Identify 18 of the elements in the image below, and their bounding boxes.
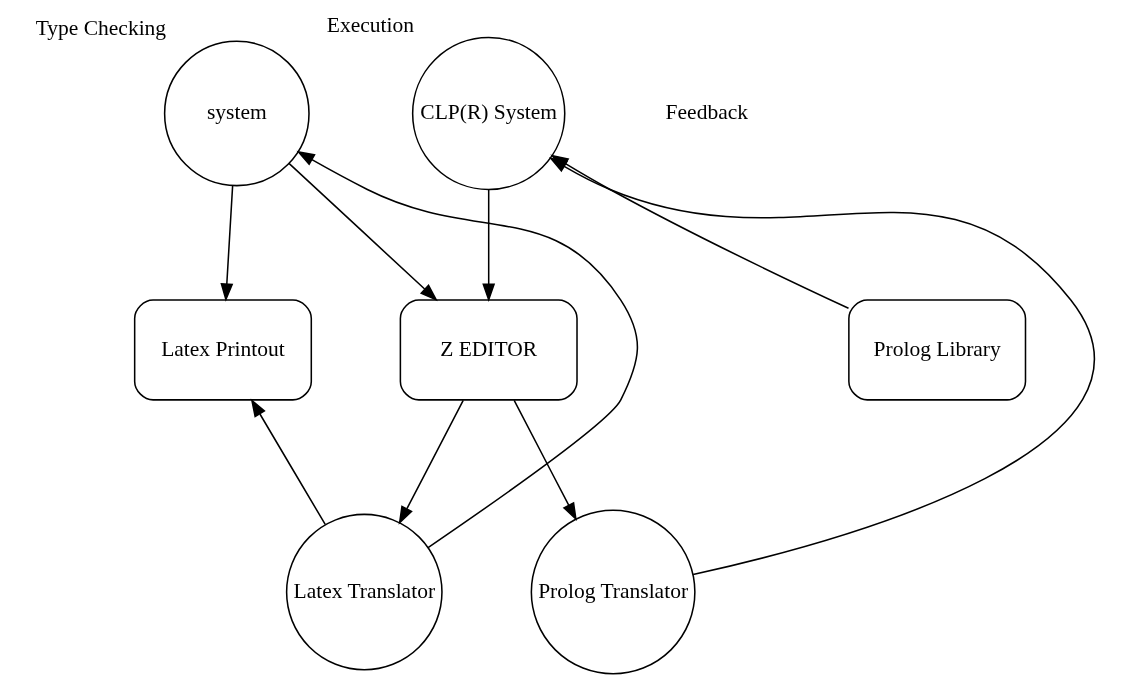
node-circle: Prolog Translator	[530, 509, 696, 675]
node-label: Type Checking	[35, 16, 167, 41]
arrow	[296, 150, 639, 549]
arrow	[288, 162, 438, 302]
arrow	[398, 399, 464, 525]
node-label: Execution	[326, 12, 415, 37]
arrow	[220, 184, 234, 302]
node-circle: Latex Translator	[285, 513, 443, 671]
node-circle: CLP(R) System	[411, 36, 566, 191]
arrow	[548, 157, 1095, 576]
arrow	[513, 399, 577, 522]
arrow	[250, 398, 326, 526]
node-box: Z EDITOR	[399, 299, 578, 401]
node-box: Prolog Library	[848, 299, 1027, 401]
arrow	[482, 188, 496, 302]
label: Feedback	[665, 100, 748, 125]
node-circle: system	[163, 40, 310, 187]
node-box: Latex Printout	[133, 299, 313, 401]
